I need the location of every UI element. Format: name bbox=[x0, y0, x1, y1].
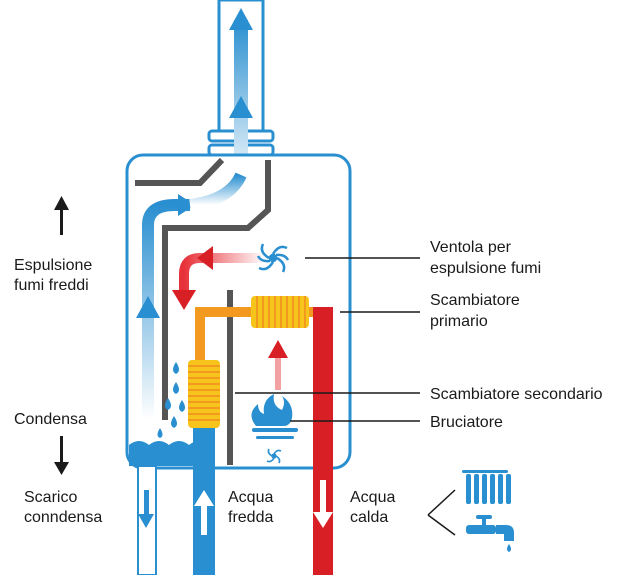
flue-arrow-mid bbox=[229, 96, 253, 118]
flue-baffles bbox=[135, 157, 271, 465]
hot-gas-path bbox=[172, 246, 265, 310]
condensate-pool bbox=[129, 441, 209, 466]
label-secondario: Scambiatore secondario bbox=[430, 386, 603, 403]
condensate-droplets bbox=[157, 362, 185, 438]
fan-icon bbox=[256, 243, 290, 273]
espulsione-arrow bbox=[54, 196, 69, 235]
flame-icon bbox=[251, 394, 298, 439]
faucet-icon bbox=[466, 515, 514, 552]
label-scarico-1: Scarico bbox=[24, 489, 77, 506]
heat-rising-arrow bbox=[268, 340, 288, 390]
label-primario-1: Scambiatore bbox=[430, 292, 520, 309]
radiator-icon bbox=[462, 470, 511, 504]
flue-arrow-top bbox=[229, 8, 253, 30]
hot-water-pipe bbox=[313, 307, 333, 575]
label-ventola-2: espulsione fumi bbox=[430, 260, 541, 277]
primary-exchanger bbox=[251, 296, 309, 328]
leader-lines bbox=[235, 257, 456, 536]
label-espulsione-1: Espulsione bbox=[14, 257, 92, 274]
label-primario-2: primario bbox=[430, 313, 488, 330]
label-acqua-fredda-2: fredda bbox=[228, 509, 273, 526]
label-acqua-calda-2: calda bbox=[350, 509, 388, 526]
cold-flue-path bbox=[136, 172, 247, 420]
label-ventola-1: Ventola per bbox=[430, 239, 512, 256]
condensa-arrow bbox=[54, 436, 69, 475]
snowflake-fan-icon bbox=[266, 448, 282, 464]
secondary-exchanger bbox=[188, 360, 220, 428]
label-espulsione-2: fumi freddi bbox=[14, 277, 89, 294]
label-scarico-2: conndensa bbox=[24, 509, 102, 526]
label-acqua-fredda-1: Acqua bbox=[228, 489, 273, 506]
flue-pipe bbox=[207, 0, 275, 190]
label-acqua-calda-1: Acqua bbox=[350, 489, 395, 506]
label-bruciatore: Bruciatore bbox=[430, 414, 503, 431]
label-condensa: Condensa bbox=[14, 411, 87, 428]
